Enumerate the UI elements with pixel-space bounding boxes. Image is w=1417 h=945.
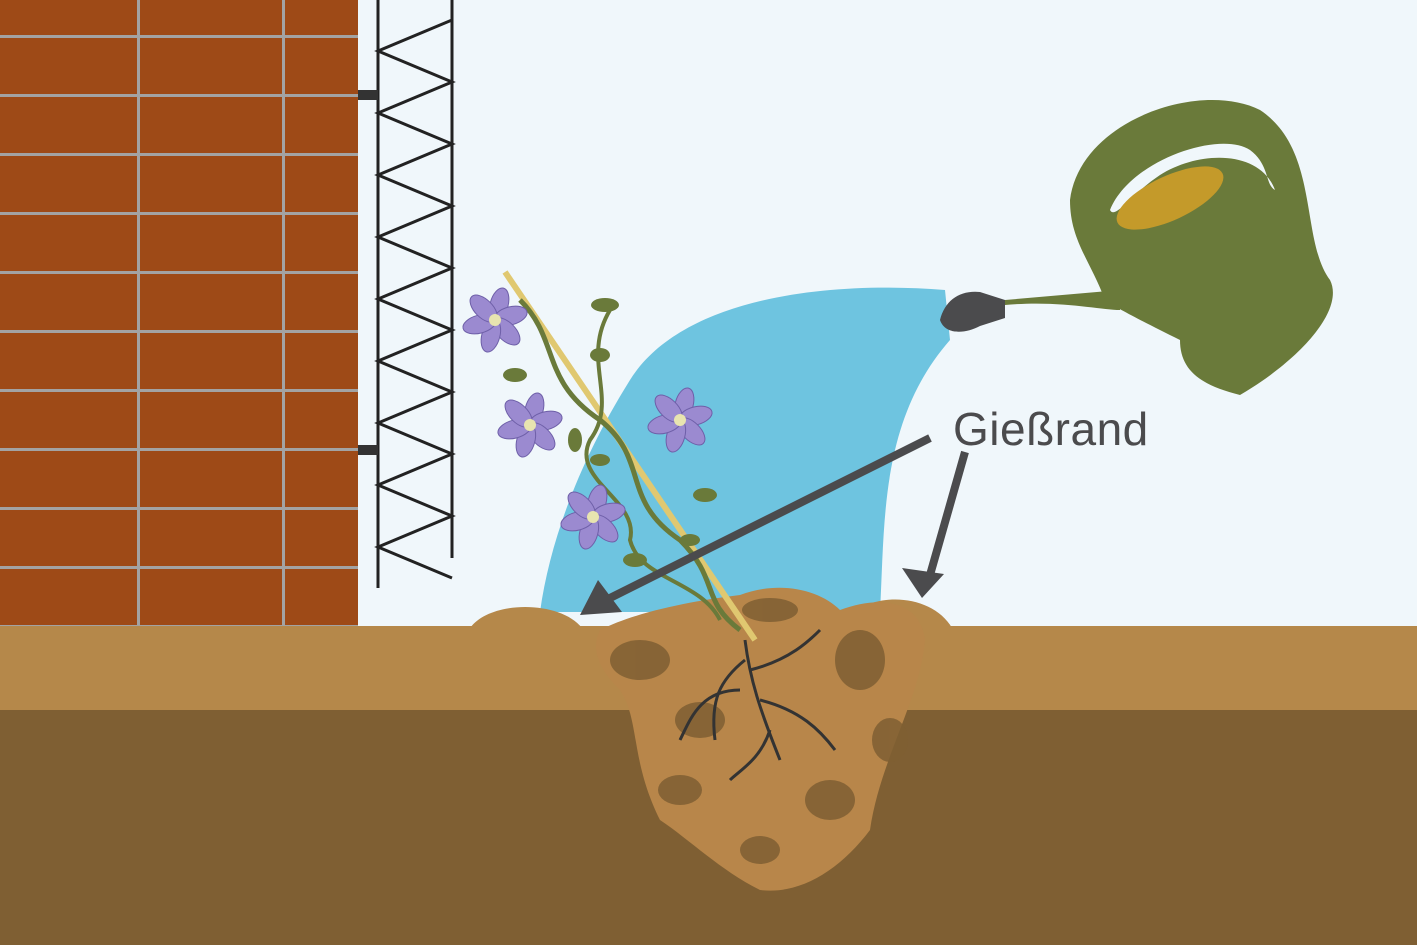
mortar-line <box>0 330 358 333</box>
mortar-line <box>0 153 358 156</box>
watering-rim-label: Gießrand <box>953 403 1149 455</box>
roots <box>678 628 837 782</box>
clematis-flower <box>462 287 528 353</box>
clematis-flower <box>497 392 563 458</box>
watering-rim-left <box>470 607 582 628</box>
trellis <box>358 0 456 588</box>
mortar-line <box>0 35 358 38</box>
watering-can <box>940 100 1333 396</box>
root-ball <box>596 587 925 891</box>
water-stream <box>540 287 950 612</box>
mortar-line <box>0 212 358 215</box>
mortar-line <box>0 94 358 97</box>
arrow-head-left <box>580 580 622 615</box>
mortar-line <box>137 0 140 626</box>
mortar-line <box>0 271 358 274</box>
clematis-flower <box>560 484 626 550</box>
mortar-line <box>0 566 358 569</box>
arrow-head-right <box>902 568 944 598</box>
trellis-bracket <box>358 445 378 455</box>
trellis-bracket <box>358 90 378 100</box>
spout-rose <box>940 291 1005 332</box>
clematis-plant <box>462 270 758 642</box>
mortar-line <box>0 389 358 392</box>
callout-arrows <box>580 434 969 615</box>
mortar-line <box>0 448 358 451</box>
brick-wall <box>0 0 358 628</box>
mortar-line <box>0 507 358 510</box>
mortar-line <box>282 0 285 626</box>
clematis-flower <box>647 387 713 453</box>
